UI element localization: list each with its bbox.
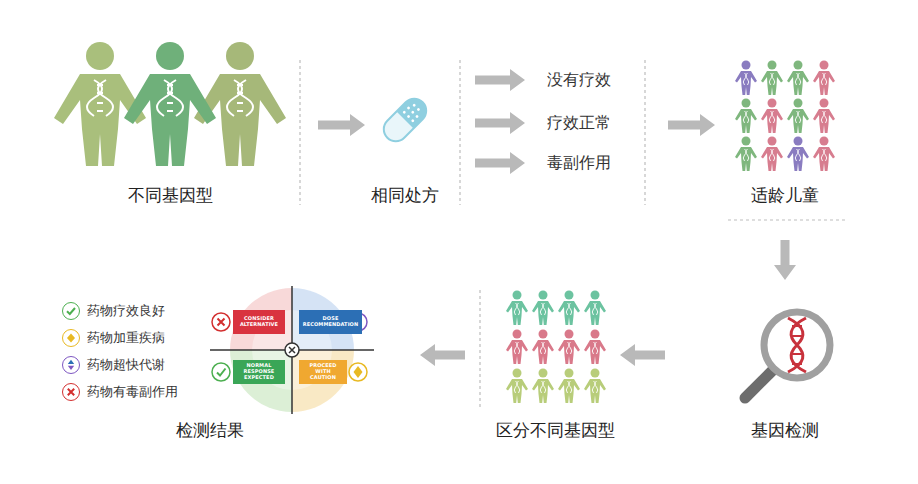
child-figure bbox=[761, 61, 783, 96]
legend-swatch bbox=[62, 329, 80, 347]
outcome-text: 没有疗效 bbox=[547, 70, 611, 89]
flow-arrow bbox=[668, 114, 715, 136]
result-stage: 检测结果 CONSIDER ALTERNATIVE DOSE RECOMMENDAT… bbox=[170, 285, 380, 445]
child-figure bbox=[506, 369, 528, 404]
stage-caption: 区分不同基因型 bbox=[496, 419, 615, 441]
flow-arrow bbox=[475, 112, 525, 134]
prescription-stage: 相同处方 bbox=[360, 85, 450, 210]
legend-symbol bbox=[63, 384, 79, 400]
legend-swatch bbox=[62, 356, 80, 374]
legend-row: 药物有毒副作用 bbox=[62, 378, 178, 405]
children-stage: 适龄儿童 bbox=[725, 55, 848, 205]
legend-row: 药物疗效良好 bbox=[62, 297, 178, 324]
magnifier-icon bbox=[745, 312, 830, 398]
child-figure bbox=[532, 369, 554, 404]
child-figure bbox=[761, 137, 783, 172]
child-figure bbox=[813, 99, 835, 134]
result-bar: DOSE RECOMMENDATION bbox=[299, 310, 362, 334]
gene-test-stage: 基因检测 bbox=[715, 295, 860, 445]
legend: 药物疗效良好药物加重疾病药物超快代谢药物有毒副作用 bbox=[62, 297, 178, 405]
stage-caption: 基因检测 bbox=[751, 419, 819, 441]
flow-arrow bbox=[475, 69, 525, 91]
child-figure bbox=[787, 99, 809, 134]
child-figure bbox=[813, 61, 835, 96]
result-bar: CONSIDER ALTERNATIVE bbox=[233, 310, 285, 334]
flow-arrow bbox=[475, 152, 525, 174]
separators bbox=[300, 60, 848, 410]
child-figure bbox=[584, 291, 606, 326]
flow-arrow bbox=[318, 114, 365, 136]
child-figure bbox=[532, 330, 554, 365]
outcome-label: 毒副作用 bbox=[545, 152, 613, 174]
child-figure bbox=[813, 137, 835, 172]
figure bbox=[194, 42, 286, 166]
child-figure bbox=[735, 137, 757, 172]
genotype-grid bbox=[506, 291, 606, 404]
child-figure bbox=[532, 291, 554, 326]
legend-row: 药物加重疾病 bbox=[62, 324, 178, 351]
genotype-stage: 不同基因型 bbox=[55, 55, 285, 210]
genotype-figures bbox=[54, 42, 286, 166]
flow-arrow bbox=[420, 344, 465, 366]
outcome-text: 疗效正常 bbox=[547, 113, 611, 132]
legend-row: 药物超快代谢 bbox=[62, 351, 178, 378]
result-bar: PROCEED WITH CAUTION bbox=[299, 360, 347, 384]
child-figure bbox=[558, 330, 580, 365]
bar-label: PROCEED WITH CAUTION bbox=[302, 363, 344, 380]
child-figure bbox=[584, 369, 606, 404]
result-bar: NORMAL RESPONSE EXPECTED bbox=[233, 360, 285, 384]
outcome-text: 毒副作用 bbox=[547, 153, 611, 172]
figure bbox=[54, 42, 146, 166]
child-figure bbox=[761, 99, 783, 134]
legend-symbol bbox=[63, 303, 79, 319]
genotype-split-stage: 区分不同基因型 bbox=[495, 285, 615, 445]
child-figure bbox=[584, 330, 606, 365]
stage-caption: 检测结果 bbox=[176, 419, 244, 441]
bar-label: NORMAL RESPONSE EXPECTED bbox=[236, 363, 282, 380]
flow-arrow bbox=[774, 240, 796, 280]
outcome-label: 没有疗效 bbox=[545, 69, 613, 91]
child-figure bbox=[787, 137, 809, 172]
child-figure bbox=[558, 291, 580, 326]
legend-text: 药物有毒副作用 bbox=[87, 383, 178, 401]
bar-label: DOSE RECOMMENDATION bbox=[302, 316, 359, 328]
child-figure bbox=[506, 291, 528, 326]
legend-text: 药物超快代谢 bbox=[87, 356, 165, 374]
stage-caption: 相同处方 bbox=[371, 184, 439, 206]
flow-arrow bbox=[620, 344, 665, 366]
legend-symbol bbox=[63, 330, 79, 346]
legend-symbol bbox=[63, 357, 79, 373]
child-figure bbox=[735, 61, 757, 96]
stage-caption: 不同基因型 bbox=[128, 184, 213, 206]
child-figure bbox=[558, 369, 580, 404]
legend-swatch bbox=[62, 383, 80, 401]
bar-label: CONSIDER ALTERNATIVE bbox=[236, 316, 282, 328]
legend-swatch bbox=[62, 302, 80, 320]
pill-icon bbox=[379, 94, 431, 146]
legend-text: 药物疗效良好 bbox=[87, 302, 165, 320]
outcome-label: 疗效正常 bbox=[545, 112, 613, 134]
child-figure bbox=[787, 61, 809, 96]
legend-text: 药物加重疾病 bbox=[87, 329, 165, 347]
child-figure bbox=[735, 99, 757, 134]
children-grid bbox=[735, 61, 835, 172]
stage-caption: 适龄儿童 bbox=[751, 184, 819, 206]
figure bbox=[124, 42, 216, 166]
child-figure bbox=[506, 330, 528, 365]
result-chart bbox=[210, 286, 374, 414]
